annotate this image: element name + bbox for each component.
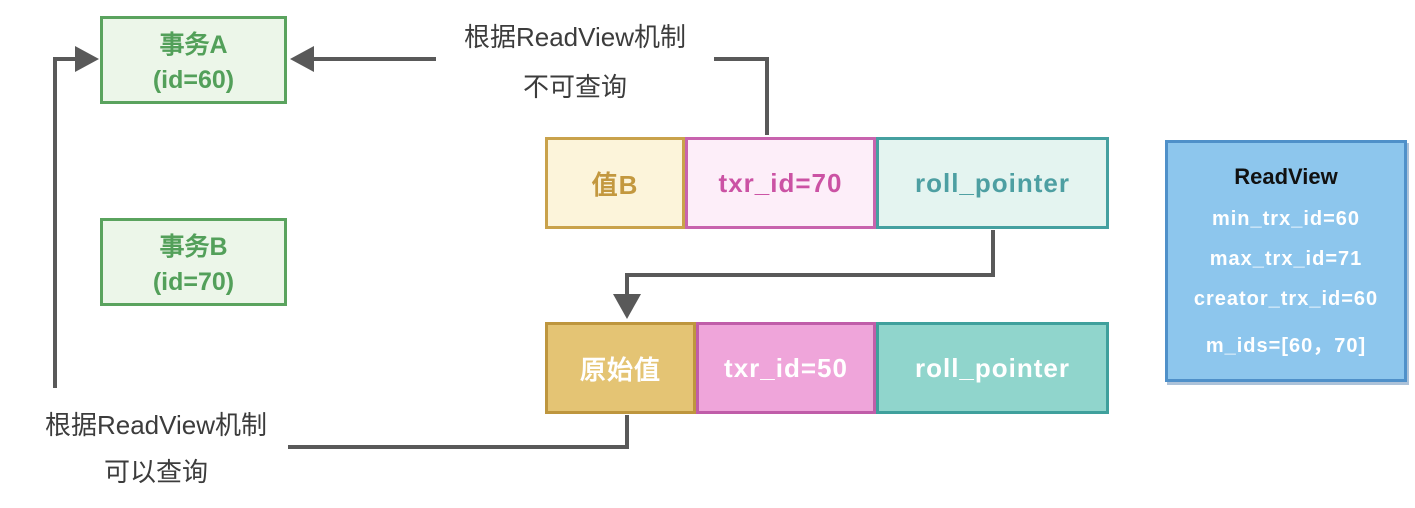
transaction-a-title: 事务A [159,30,228,59]
line-undo-to-can-query [288,415,629,449]
annotation-can-query-line1: 根据ReadView机制 [44,410,268,440]
current-record-value-cell: 值B [545,137,685,229]
readview-min-trx-id: min_trx_id=60 [1211,207,1361,230]
annotation-cannot-query-line2: 不可查询 [522,72,627,102]
transaction-b-title: 事务B [159,232,228,261]
undo-record-value-cell: 原始值 [545,322,696,414]
current-record-txid-cell: txr_id=70 [685,137,876,229]
current-record-roll-pointer: roll_pointer [914,167,1070,198]
current-record-value: 值B [591,169,639,200]
arrowhead-into-tx-a-left [75,46,99,72]
undo-record-txid: txr_id=50 [724,352,848,383]
annotation-can-query: 根据ReadView机制 可以查询 [22,402,290,496]
arrow-line-roll-pointer [625,230,995,300]
readview-creator-trx-id: creator_trx_id=60 [1193,288,1379,311]
transaction-a-id: (id=60) [152,66,235,95]
arrow-line-can-query [53,57,86,388]
arrowhead-into-tx-a-right [290,46,314,72]
current-record-txid: txr_id=70 [718,167,843,198]
annotation-cannot-query-line1: 根据ReadView机制 [463,22,687,52]
current-record-roll-pointer-cell: roll_pointer [876,137,1109,229]
undo-record-roll-pointer: roll_pointer [914,352,1070,383]
arrowhead-into-undo-record [613,294,641,319]
readview-title: ReadView [1234,164,1338,190]
annotation-cannot-query: 根据ReadView机制 不可查询 [436,12,714,112]
transaction-b-id: (id=70) [152,268,235,297]
readview-m-ids: m_ids=[60，70] [1205,334,1367,357]
transaction-b-box: 事务B (id=70) [100,218,287,306]
transaction-a-box: 事务A (id=60) [100,16,287,104]
readview-box: ReadView min_trx_id=60 max_trx_id=71 cre… [1165,140,1407,382]
undo-record-value: 原始值 [579,354,661,385]
undo-record-txid-cell: txr_id=50 [696,322,876,414]
annotation-can-query-line2: 可以查询 [103,457,208,487]
readview-max-trx-id: max_trx_id=71 [1209,247,1363,270]
undo-record-roll-pointer-cell: roll_pointer [876,322,1109,414]
